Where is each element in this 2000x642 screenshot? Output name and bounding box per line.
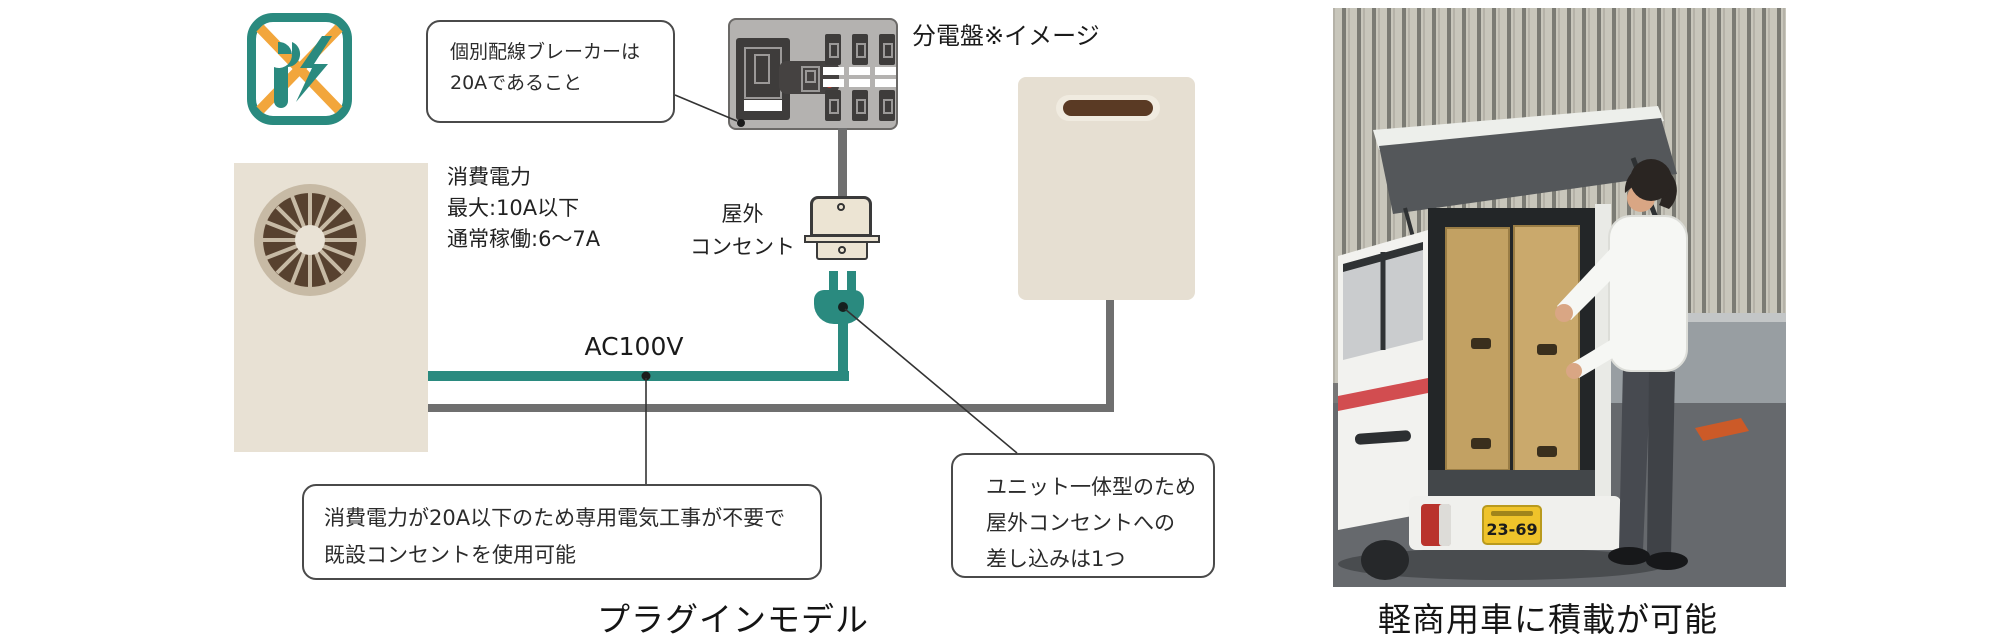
circuit-label-strip xyxy=(823,67,844,75)
branch-breaker xyxy=(825,90,841,121)
outlet-label-line2: コンセント xyxy=(690,235,795,259)
circuit-label-strip xyxy=(849,67,870,75)
elb-switch-inner xyxy=(805,70,816,83)
outdoor-unit-vent xyxy=(1063,100,1153,116)
circuit-label-strip xyxy=(849,79,870,87)
single-plug-line3: 差し込みは1つ xyxy=(986,547,1126,571)
license-plate-number: 23-69 xyxy=(1486,520,1537,539)
outlet-screw xyxy=(838,246,846,254)
power-note-line3: 通常稼働:6〜7A xyxy=(447,227,601,251)
no-construction-line2: 既設コンセントを使用可能 xyxy=(324,543,576,567)
voltage-label: AC100V xyxy=(584,332,684,361)
diagram-caption: プラグインモデル xyxy=(597,600,869,639)
unit-fan-icon xyxy=(254,184,366,296)
plug-in-unit xyxy=(234,163,428,452)
circuit-label-strip xyxy=(823,79,844,87)
main-breaker-label-bar xyxy=(744,100,782,111)
wrench-and-lightning-crossed-glyph xyxy=(256,24,343,114)
ac100v-wire xyxy=(428,371,849,381)
outdoor-unit xyxy=(1018,77,1195,300)
photo-caption: 軽商用車に積載が可能 xyxy=(1378,600,1718,639)
branch-breaker xyxy=(825,34,841,65)
no-construction-line1: 消費電力が20A以下のため専用電気工事が不要で xyxy=(324,506,786,530)
single-plug-line1: ユニット一体型のため xyxy=(986,475,1196,499)
plug-prong xyxy=(847,271,856,293)
circuit-label-strip xyxy=(875,67,896,75)
power-plug-icon xyxy=(814,290,864,324)
single-plug-line2: 屋外コンセントへの xyxy=(986,511,1175,535)
single-plug-callout: ユニット一体型のため 屋外コンセントへの 差し込みは1つ xyxy=(951,453,1215,578)
unit-to-unit-wire-riser xyxy=(1106,299,1114,409)
no-electrical-work-icon xyxy=(247,13,352,125)
breaker-callout-line1: 個別配線ブレーカーは xyxy=(450,41,641,63)
distribution-board xyxy=(728,18,898,130)
branch-breaker xyxy=(852,90,868,121)
outlet-label-line1: 屋外 xyxy=(721,202,764,226)
breaker-callout-line2: 20Aであること xyxy=(450,72,582,94)
leader-anchor-dot xyxy=(737,119,745,127)
breaker-callout: 個別配線ブレーカーは 20Aであること xyxy=(426,20,675,123)
van-photo-illustration: 23-69 xyxy=(1333,8,1786,587)
distribution-board-label: 分電盤※イメージ xyxy=(912,22,1100,50)
main-breaker-handle xyxy=(754,54,770,84)
branch-breaker xyxy=(879,90,895,121)
outdoor-outlet-label: 屋外 コンセント xyxy=(680,198,805,264)
outlet-screw xyxy=(837,203,845,211)
power-note-line1: 消費電力 xyxy=(447,165,531,189)
circuit-label-strip xyxy=(875,79,896,87)
power-note-line2: 最大:10A以下 xyxy=(447,196,580,220)
van-loading-photo: 23-69 xyxy=(1333,8,1786,587)
plug-prong xyxy=(829,271,838,293)
no-construction-callout: 消費電力が20A以下のため専用電気工事が不要で 既設コンセントを使用可能 xyxy=(302,484,822,580)
branch-breaker xyxy=(879,34,895,65)
branch-breaker xyxy=(852,34,868,65)
power-consumption-note: 消費電力 最大:10A以下 通常稼働:6〜7A xyxy=(447,162,600,255)
unit-to-unit-wire xyxy=(428,404,1114,412)
panel-to-outlet-wire xyxy=(838,128,847,198)
elb-switch xyxy=(801,66,820,92)
plug-cord xyxy=(838,320,848,375)
